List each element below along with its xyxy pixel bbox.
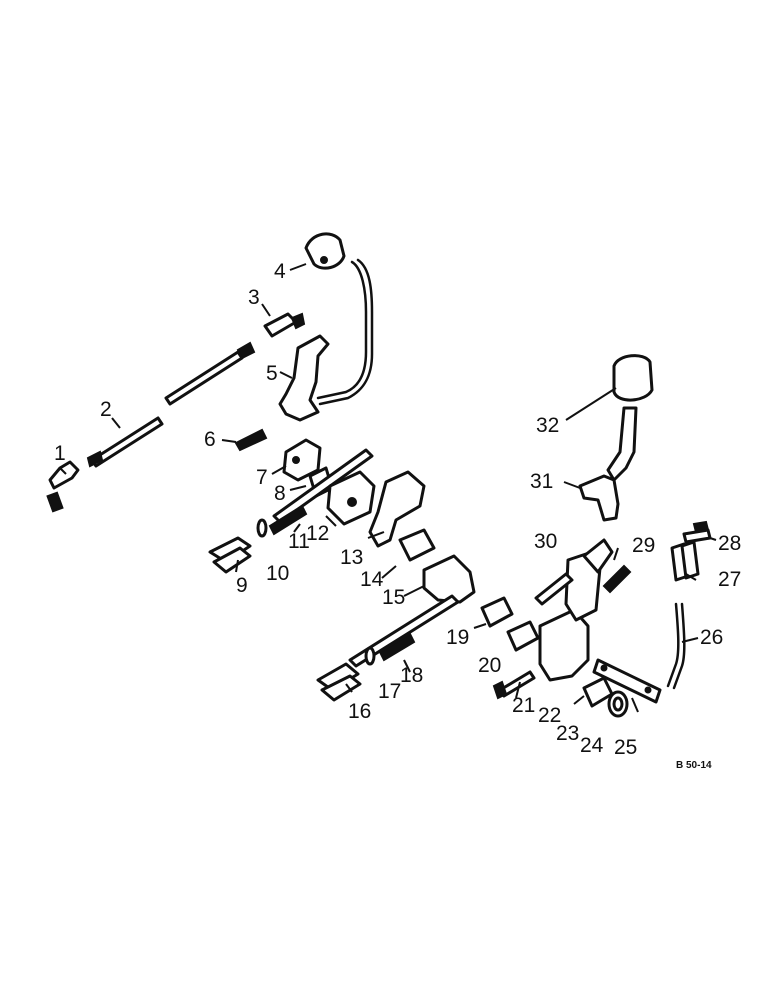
callout-1: 1 (54, 442, 66, 465)
part-4-knob (304, 232, 346, 270)
callout-20: 20 (478, 654, 501, 677)
callout-22: 22 (538, 704, 561, 727)
part-1-elbow (46, 460, 80, 513)
callout-19: 19 (446, 626, 469, 649)
part-16-clevis (316, 662, 362, 702)
callout-7: 7 (256, 466, 268, 489)
long-shift-rod (164, 341, 256, 406)
part-32-knob (612, 354, 654, 402)
callout-9: 9 (236, 574, 248, 597)
part-21-bolt (492, 670, 536, 700)
callout-15: 15 (382, 586, 405, 609)
part-14-bushing (398, 528, 436, 562)
callout-18: 18 (400, 664, 423, 687)
callout-2: 2 (100, 398, 112, 421)
part-7-block (282, 438, 322, 482)
callout-23: 23 (556, 722, 579, 745)
leader-lines (59, 263, 717, 713)
part-11-thread (268, 504, 308, 536)
part-15-bracket (422, 554, 476, 604)
part-18-thread (378, 632, 416, 662)
part-26-bent-rod (666, 602, 686, 690)
callout-13: 13 (340, 546, 363, 569)
callout-27: 27 (718, 568, 741, 591)
callout-29: 29 (632, 534, 655, 557)
callout-11: 11 (288, 530, 310, 553)
part-10-washer (256, 518, 268, 538)
callout-24: 24 (580, 734, 604, 757)
lower-selector-rod (348, 594, 460, 668)
part-9-clevis (208, 536, 252, 574)
figure-reference-code: B 50-14 (676, 760, 712, 771)
callout-labels: 1 2 3 4 5 6 7 8 9 10 11 12 13 14 15 16 1… (54, 260, 741, 771)
callout-16: 16 (348, 700, 371, 723)
callout-31: 31 (530, 470, 553, 493)
callout-10: 10 (266, 562, 289, 585)
callout-12: 12 (306, 522, 329, 545)
part-27-clevis (670, 540, 700, 582)
callout-6: 6 (204, 428, 216, 451)
part-2-rod (86, 416, 164, 468)
callout-5: 5 (266, 362, 278, 385)
callout-8: 8 (274, 482, 286, 505)
part-28-bolt (682, 520, 712, 544)
part-30-pin (534, 572, 574, 606)
callout-4: 4 (274, 260, 286, 283)
part-17-washer (364, 646, 376, 666)
part-13-arm (368, 470, 426, 548)
part-24-seal (607, 690, 629, 718)
part-31-gear-lever (578, 406, 638, 522)
part-25-link (592, 658, 662, 704)
callout-26: 26 (700, 626, 723, 649)
callout-32: 32 (536, 414, 559, 437)
callout-3: 3 (248, 286, 260, 309)
part-29-spring (602, 564, 632, 594)
part-19-bushing (480, 596, 514, 628)
callout-30: 30 (534, 530, 557, 553)
part-22-lever-bracket (538, 538, 614, 682)
part-3-pin (263, 312, 306, 338)
callout-25: 25 (614, 736, 637, 759)
part-20-bushing (506, 620, 540, 652)
callout-14: 14 (360, 568, 384, 591)
part-5-bracket-lever (278, 258, 374, 422)
callout-28: 28 (718, 532, 741, 555)
part-12-plate (326, 470, 376, 526)
part-6-roll-pin (234, 428, 268, 452)
callout-21: 21 (512, 694, 535, 717)
callout-17: 17 (378, 680, 401, 703)
